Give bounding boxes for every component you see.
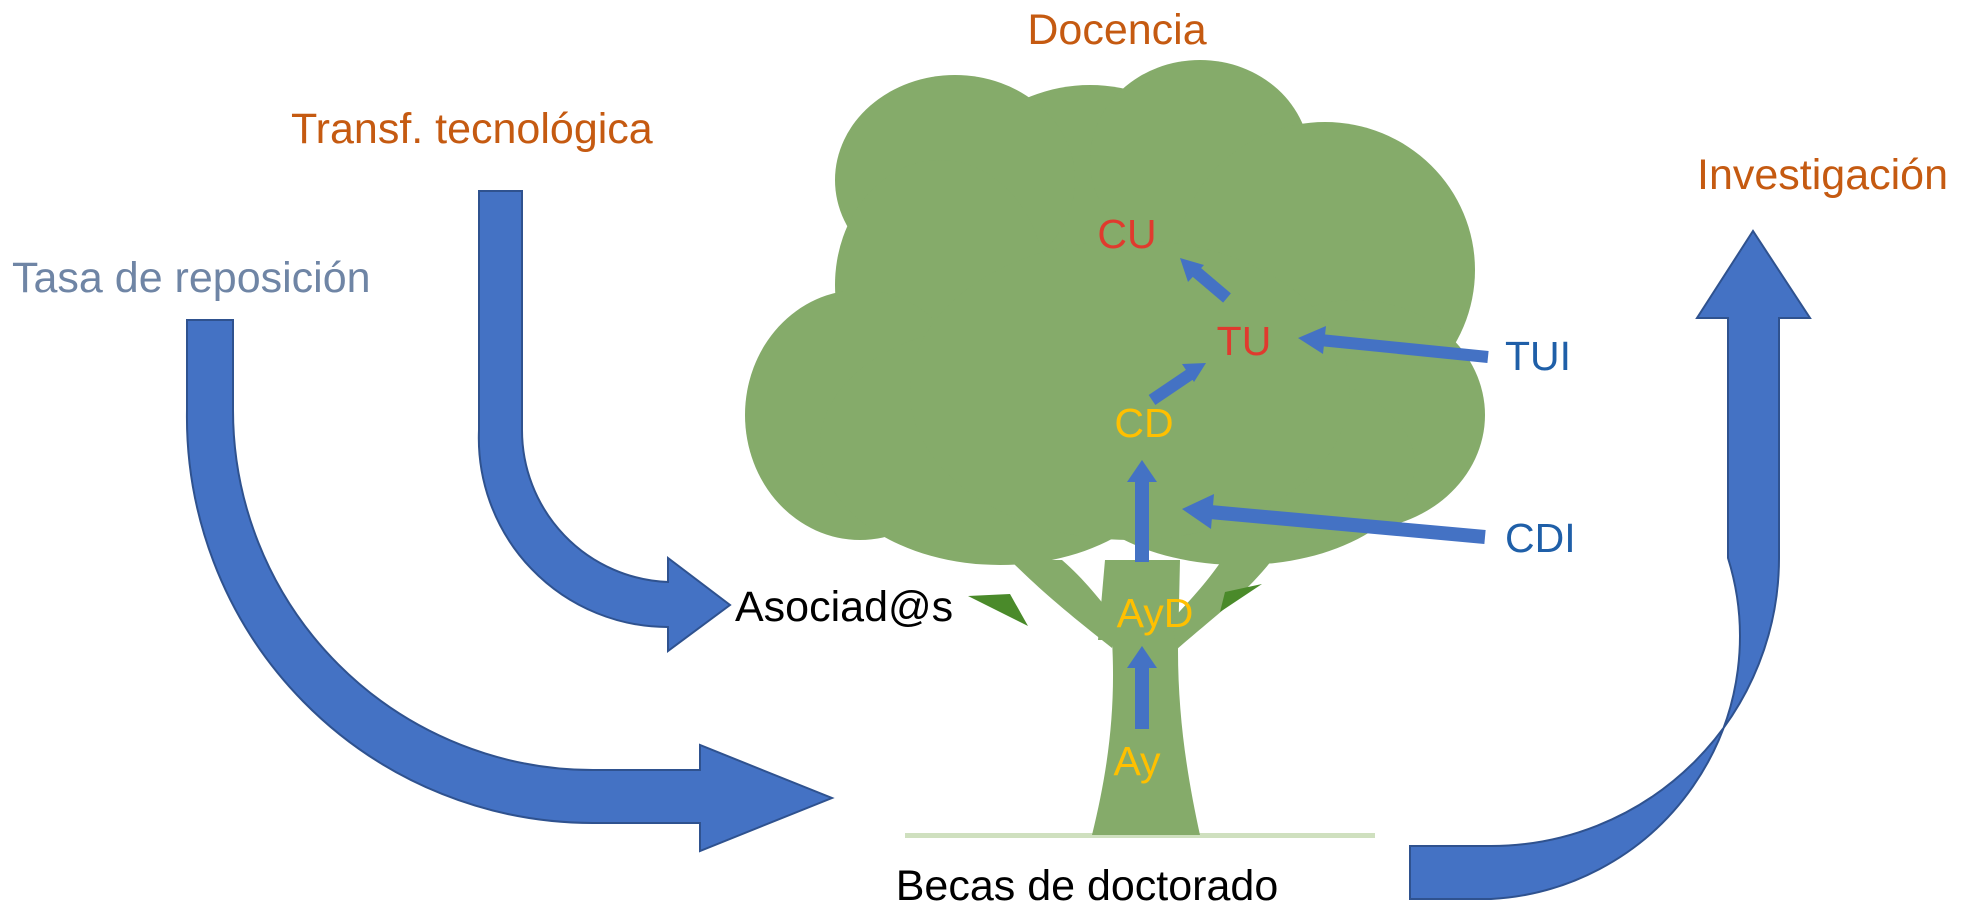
- tui-to-tu-arrow: [1298, 326, 1489, 363]
- transferencia-label: Transf. tecnológica: [291, 105, 653, 153]
- tree-canopy: [745, 60, 1485, 565]
- rank-cu-label: CU: [1097, 211, 1156, 257]
- rank-ayd-label: AyD: [1117, 590, 1194, 636]
- cd-to-tu-arrow: [1148, 363, 1206, 405]
- program-tui-label: TUI: [1505, 333, 1571, 379]
- docencia-label: Docencia: [1027, 6, 1206, 54]
- tasa-block-arrow: [185, 319, 835, 853]
- ayd-to-cd-arrow: [1127, 460, 1157, 562]
- rank-ay-label: Ay: [1113, 738, 1161, 784]
- rank-cd-label: CD: [1114, 400, 1173, 446]
- investigacion-block-arrow: [1409, 229, 1812, 900]
- ay-to-ayd-arrow: [1127, 646, 1157, 729]
- cdi-arrow: [1182, 494, 1486, 544]
- tree-icon: [745, 60, 1485, 838]
- program-cdi-label: CDI: [1505, 515, 1576, 561]
- asociados-label: Asociad@s: [735, 583, 953, 631]
- tu-to-cu-arrow: [1180, 258, 1231, 303]
- rank-tu-label: TU: [1217, 318, 1272, 364]
- tasa-label: Tasa de reposición: [12, 254, 371, 302]
- becas-label: Becas de doctorado: [896, 862, 1279, 908]
- investigacion-label: Investigación: [1697, 151, 1948, 199]
- tree-branch-stubs: [968, 584, 1262, 626]
- ground-line: [905, 833, 1375, 838]
- transferencia-block-arrow: [477, 190, 732, 653]
